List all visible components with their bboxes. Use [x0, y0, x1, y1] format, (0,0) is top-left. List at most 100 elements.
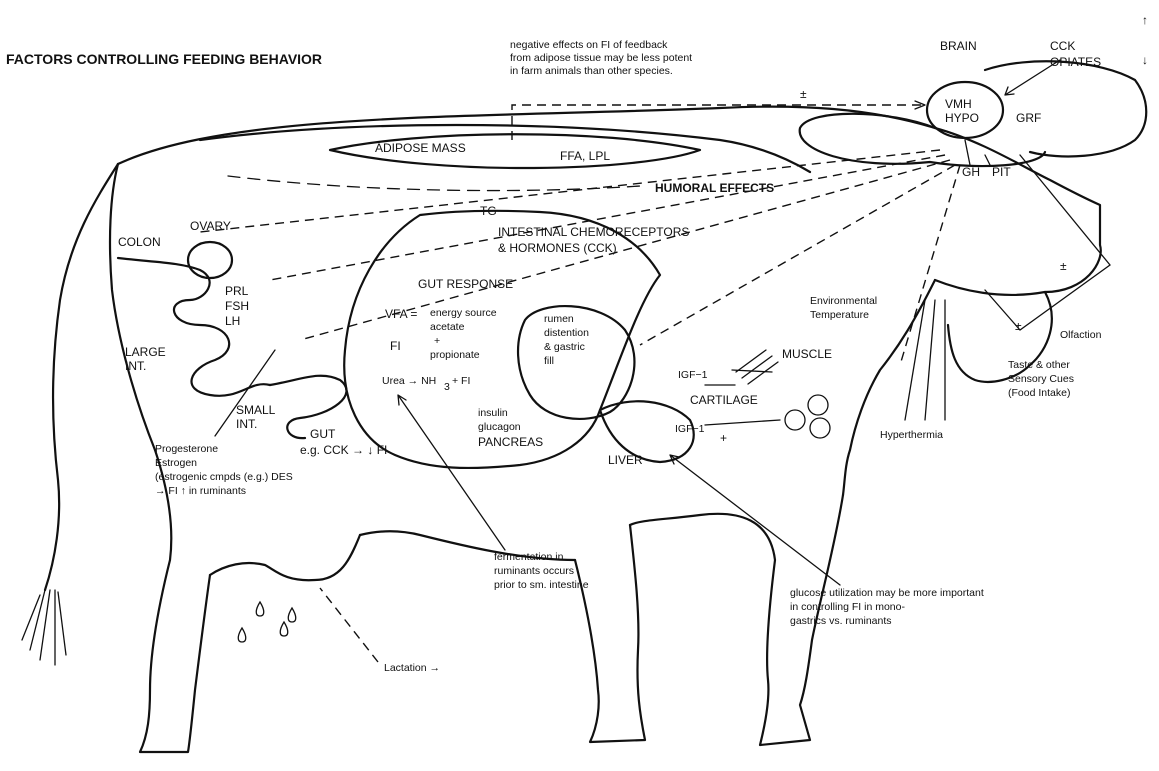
- top-note-line-1: negative effects on FI of feedback: [510, 39, 668, 51]
- taste-line-1: Taste & other: [1008, 359, 1070, 371]
- glucagon-label: glucagon: [478, 421, 521, 433]
- hyperthermia-label: Hyperthermia: [880, 429, 943, 441]
- brain-label: BRAIN: [940, 39, 977, 53]
- rumen-line-2: distention: [544, 327, 589, 339]
- feedback-plusminus: ±: [800, 87, 807, 101]
- cow-udder: [210, 535, 360, 580]
- cartilage-cell-2: [808, 395, 828, 415]
- top-note-line-2: from adipose tissue may be less potent: [510, 52, 692, 64]
- urea-sub-label: 3: [444, 381, 450, 393]
- rumen-line-4: fill: [544, 355, 554, 367]
- muscle-hatch: [732, 350, 778, 384]
- gut-label: GUT: [310, 427, 336, 441]
- lh-label: LH: [225, 314, 240, 328]
- taste-plusminus: ±: [1015, 319, 1022, 333]
- fermentation-line-3: prior to sm. intestine: [494, 579, 589, 591]
- hormone-line-2: Estrogen: [155, 457, 197, 469]
- humoral-band: [228, 176, 640, 191]
- brain-to-reproductive-line: [270, 155, 945, 280]
- teat-drop-4: [280, 622, 288, 636]
- urea-fi-label: + FI: [452, 375, 470, 387]
- rumen-inner-circle: [518, 306, 634, 419]
- vfa-line-3: +: [434, 335, 440, 347]
- cartilage-cell-1: [785, 410, 805, 430]
- cow-tail-switch: [22, 590, 66, 665]
- cck-label: CCK: [1050, 39, 1075, 53]
- pancreas-label: PANCREAS: [478, 435, 543, 449]
- gut-response-label: GUT RESPONSE: [418, 277, 513, 291]
- small-int-label-2: INT.: [236, 417, 257, 431]
- rumen-line-3: & gastric: [544, 341, 585, 353]
- cow-inner-front-leg: [575, 525, 645, 742]
- environment-line-2: Temperature: [810, 309, 869, 321]
- vfa-line-2: acetate: [430, 321, 465, 333]
- taste-line-2: Sensory Cues: [1008, 373, 1074, 385]
- cow-tail: [45, 164, 118, 590]
- fsh-label: FSH: [225, 299, 249, 313]
- environment-line-1: Environmental: [810, 295, 877, 307]
- glucose-line-2: in controlling FI in mono-: [790, 601, 905, 613]
- humoral-effects-label: HUMORAL EFFECTS: [655, 181, 774, 195]
- margin-down-symbol: ↓: [1142, 53, 1148, 67]
- vfa-line-1: energy source: [430, 307, 497, 319]
- vfa-line-4: propionate: [430, 349, 480, 361]
- fermentation-line-2: ruminants occurs: [494, 565, 574, 577]
- igf1-label-lower: IGF−1: [675, 423, 705, 435]
- glucose-line-3: gastrics vs. ruminants: [790, 615, 892, 627]
- ffa-label: FFA, LPL: [560, 149, 610, 163]
- large-int-label-2: INT.: [125, 359, 146, 373]
- fermentation-line-1: fermentation in: [494, 551, 564, 563]
- glucose-arrow: [670, 455, 840, 585]
- liver-label: LIVER: [608, 453, 643, 467]
- igf-cartilage-arrow: [705, 420, 780, 425]
- large-int-label-1: LARGE: [125, 345, 166, 359]
- lactation-arrow: [320, 588, 378, 662]
- ovary-label: OVARY: [190, 219, 231, 233]
- cck-arrow: [1005, 60, 1060, 95]
- hormone-line-3: (estrogenic cmpds (e.g.) DES: [155, 471, 293, 483]
- colon-coils: [118, 258, 270, 396]
- prl-label: PRL: [225, 284, 249, 298]
- cow-back-outline: [118, 107, 1101, 295]
- vmh-label: VMH: [945, 97, 972, 111]
- cow-horn-ear-right: [985, 61, 1146, 156]
- cow-rump: [110, 164, 155, 450]
- cck-effect-label: e.g. CCK → ↓ FI: [300, 443, 387, 457]
- insulin-label: insulin: [478, 407, 508, 419]
- diagram-title: FACTORS CONTROLLING FEEDING BEHAVIOR: [6, 51, 322, 67]
- grf-label: GRF: [1016, 111, 1041, 125]
- olfaction-label: Olfaction: [1060, 329, 1102, 341]
- olfaction-plusminus: ±: [1060, 259, 1067, 273]
- colon-label: COLON: [118, 235, 161, 249]
- teat-drop-1: [256, 602, 264, 616]
- lactation-label: Lactation →: [384, 662, 440, 674]
- olfaction-pathway: [985, 155, 1110, 330]
- vfa-label: VFA =: [385, 307, 417, 321]
- glucose-line-1: glucose utilization may be more importan…: [790, 587, 984, 599]
- brain-to-muscle-line: [900, 165, 960, 365]
- intestinal-label-1: INTESTINAL CHEMORECEPTORS: [498, 225, 689, 239]
- igf-plus: +: [720, 431, 727, 445]
- fi-label: FI: [390, 339, 401, 353]
- gh-label: GH: [962, 165, 980, 179]
- cartilage-cell-3: [810, 418, 830, 438]
- cartilage-label: CARTILAGE: [690, 393, 758, 407]
- adipose-band: [200, 125, 810, 172]
- top-note-line-3: in farm animals than other species.: [510, 65, 673, 77]
- ovary-outline: [188, 242, 232, 278]
- teat-drop-2: [288, 608, 296, 622]
- hyperthermia-lines: [905, 300, 945, 420]
- hormone-line-4: → FI ↑ in ruminants: [155, 485, 246, 497]
- adipose-mass-label: ADIPOSE MASS: [375, 141, 466, 155]
- pit-label: PIT: [992, 165, 1011, 179]
- taste-line-3: (Food Intake): [1008, 387, 1070, 399]
- muscle-label: MUSCLE: [782, 347, 832, 361]
- teat-drop-3: [238, 628, 246, 642]
- hormone-line-1: Progesterone: [155, 443, 218, 455]
- rumen-line-1: rumen: [544, 313, 574, 325]
- urea-label: Urea → NH: [382, 375, 436, 387]
- margin-up-symbol: ↑: [1142, 13, 1148, 27]
- small-int-label-1: SMALL: [236, 403, 276, 417]
